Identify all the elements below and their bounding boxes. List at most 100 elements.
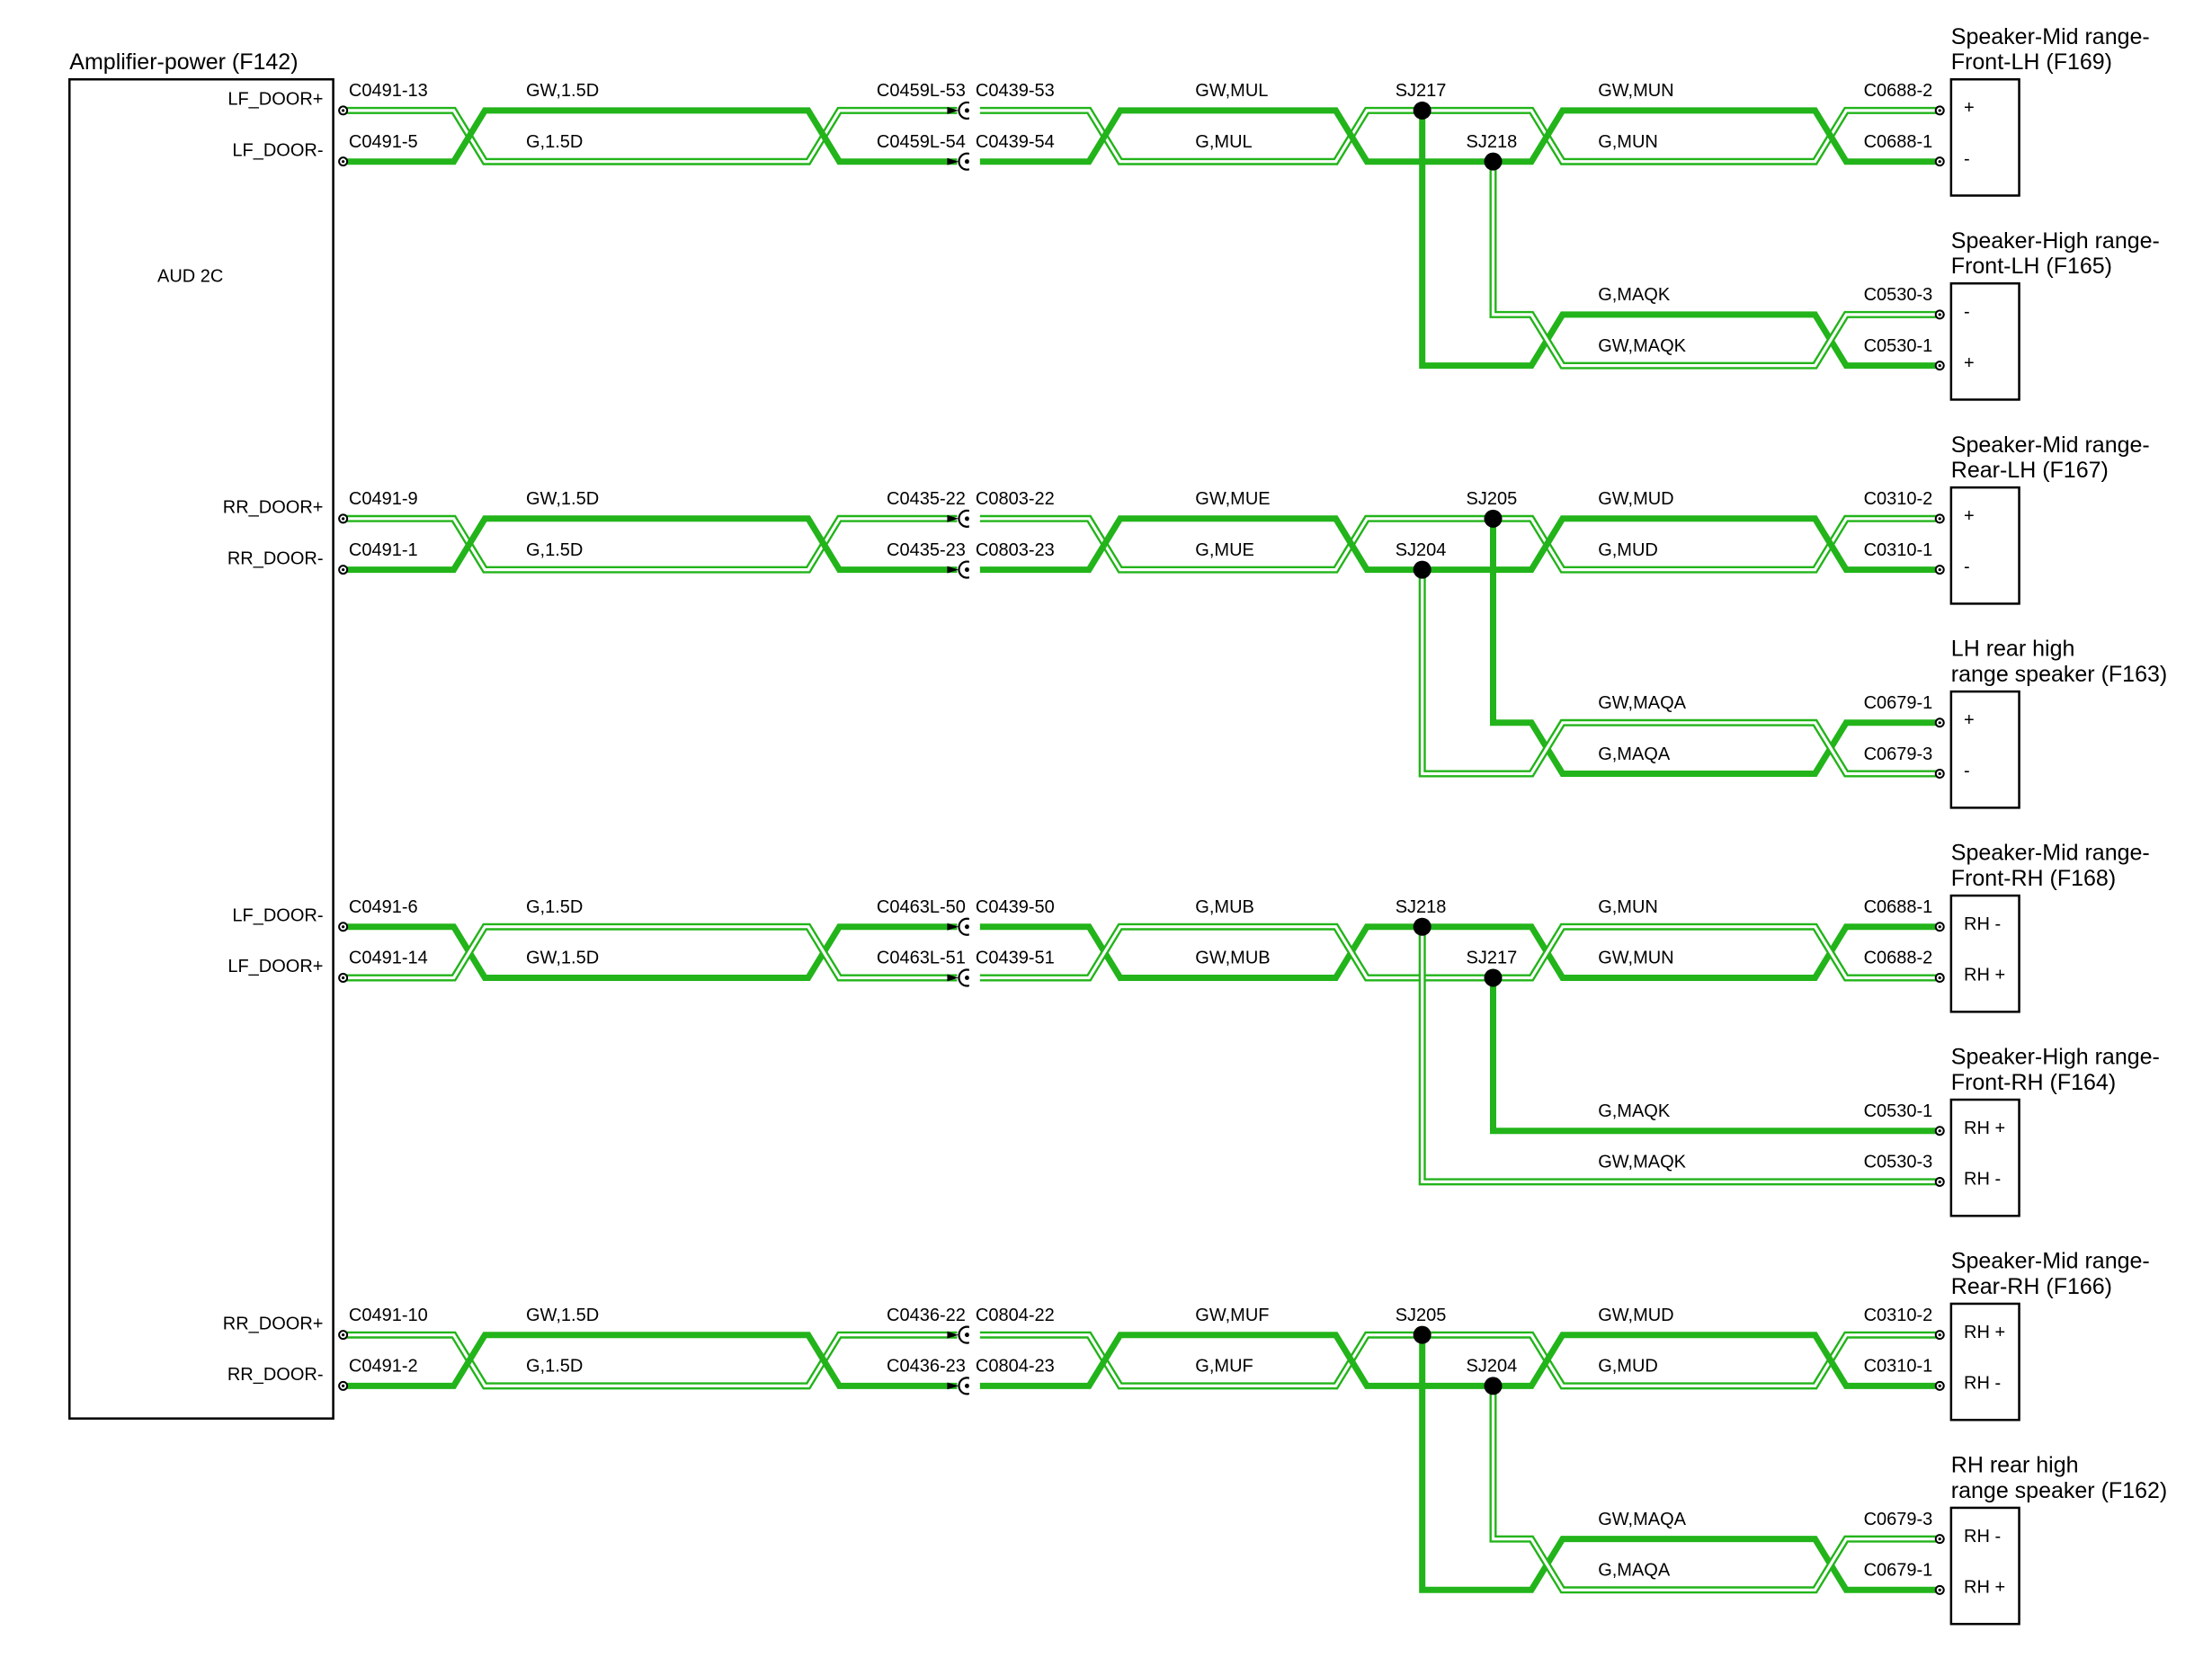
block4-speaker2-conn-2: C0679-1 [1864,1561,1933,1581]
block4-speaker2-title-2: range speaker (F162) [1951,1478,2167,1503]
block4-speaker1-title-2: Rear-RH (F166) [1951,1274,2112,1299]
block3-conn2-1: C0463L-50 [877,897,966,917]
block4-conn3-1: C0804-22 [976,1306,1055,1325]
block3-speaker1-title-1: Speaker-Mid range- [1951,841,2150,866]
block1-speaker2-wire-1: G,MAQK [1598,285,1671,305]
block3-speaker1-pin-2: RH + [1964,966,2005,985]
block2-splice-label-2: SJ204 [1396,540,1447,560]
block2-speaker2-box [1949,690,2020,809]
block2-wire1-1 [343,514,958,574]
block3-speaker2-title-2: Front-RH (F164) [1951,1070,2116,1095]
block2-conn3-1: C0803-22 [976,489,1055,509]
block1-speaker1-title-2: Front-LH (F169) [1951,49,2112,75]
block4-speaker1-wire-2: G,MUD [1598,1357,1658,1377]
block4-conn1-2: C0491-2 [349,1357,418,1377]
block3-speaker2-wire-1: G,MAQK [1598,1101,1671,1121]
block1-speaker2-pin-2: + [1964,353,1975,373]
block2-speaker1-conn-2: C0310-1 [1864,540,1933,560]
block2-conn2-1: C0435-22 [887,489,966,509]
block4-wire1-1 [343,1331,958,1390]
block4-speaker2-pin-1: RH - [1964,1527,2001,1547]
block2-speaker1-wire-1: GW,MUD [1598,489,1673,509]
block3-speaker1-wire-2: GW,MUN [1598,949,1673,968]
block1-speaker1-conn-2: C0688-1 [1864,132,1933,152]
block2-speaker1-pin-1: + [1964,506,1975,526]
block3-branch-1 [1490,977,1940,1135]
block1-splice-dot-2 [1484,152,1503,171]
block3-conn1-2: C0491-14 [349,949,428,968]
block4-inline-connector-1 [947,1324,980,1347]
block4-wire2-1 [978,1331,1940,1390]
block4-wire2-2 [978,1332,1940,1389]
block1-branch-1 [1419,110,1940,370]
block1-speaker1-box [1949,78,2020,197]
block1-amp-pin-1: LF_DOOR+ [227,90,323,110]
block1-splice-label-1: SJ217 [1396,81,1447,101]
block2-speaker1-wire-2: G,MUD [1598,540,1658,560]
block3-speaker1-pin-1: RH - [1964,914,2001,934]
block4-speaker1-box [1949,1302,2020,1422]
block3-inline-connector-1 [947,915,980,939]
block2-speaker2-title-1: LH rear high [1951,637,2075,662]
wire-layer [343,106,1940,1594]
block4-speaker2-wire-1: GW,MAQA [1598,1510,1686,1529]
block2-amp-pin-2: RR_DOOR- [227,548,324,568]
block1-spec2-2: G,MUL [1195,132,1252,152]
block4-speaker1-conn-1: C0310-2 [1864,1306,1933,1325]
block3-speaker1-conn-2: C0688-2 [1864,949,1933,968]
block1-speaker1-conn-1: C0688-2 [1864,81,1933,101]
block3-wire1-1 [343,923,958,981]
block3-wire1-2 [343,923,958,982]
block3-inline-connector-2 [947,966,980,990]
block4-spec1-2: G,1.5D [526,1357,583,1377]
block3-splice-label-1: SJ218 [1396,897,1447,917]
block1-splice-label-2: SJ218 [1467,132,1518,152]
block2-speaker1-title-1: Speaker-Mid range- [1951,432,2150,458]
block1-speaker2-title-2: Front-LH (F165) [1951,254,2112,279]
block3-speaker2-pin-1: RH + [1964,1119,2005,1138]
block1-inline-connector-1 [947,99,980,122]
block1-amp-pin-2: LF_DOOR- [232,140,323,160]
block3-speaker1-conn-1: C0688-1 [1864,897,1933,917]
block4-speaker1-pin-1: RH + [1964,1323,2005,1342]
block4-branch-1 [1419,1334,1940,1593]
block3-spec1-2: GW,1.5D [526,949,599,968]
block3-amp-pin-2: LF_DOOR+ [227,957,323,976]
block3-spec1-1: G,1.5D [526,897,583,917]
block1-speaker1-wire-2: G,MUN [1598,132,1658,152]
block2-amp-pin-1: RR_DOOR+ [223,498,324,518]
block2-spec1-1: GW,1.5D [526,489,599,509]
block2-speaker2-pin-2: - [1964,762,1970,781]
block4-speaker2-title-1: RH rear high [1951,1453,2079,1478]
block1-speaker1-pin-1: + [1964,98,1975,118]
block3-speaker1-wire-1: G,MUN [1598,897,1658,917]
block2-splice-dot-2 [1413,560,1432,579]
block1-speaker1-title-1: Speaker-Mid range- [1951,24,2150,49]
block1-wire2-1 [978,106,1940,165]
block3-speaker2-conn-1: C0530-1 [1864,1101,1933,1121]
block3-speaker1-box [1949,894,2020,1013]
block1-splice-dot-1 [1413,101,1432,120]
block3-speaker1-title-2: Front-RH (F168) [1951,866,2116,891]
amplifier-title: Amplifier-power (F142) [69,49,298,75]
block3-conn1-1: C0491-6 [349,897,418,917]
block3-splice-label-2: SJ217 [1467,949,1518,968]
block4-spec2-1: GW,MUF [1195,1306,1269,1325]
block2-speaker1-conn-1: C0310-2 [1864,489,1933,509]
block3-conn2-2: C0463L-51 [877,949,966,968]
label-layer: Amplifier-power (F142)AUD 2CLF_DOOR+C049… [68,24,2167,1626]
block2-speaker2-conn-1: C0679-1 [1864,693,1933,713]
block4-splice-label-1: SJ205 [1396,1306,1447,1325]
block4-spec2-2: G,MUF [1195,1357,1253,1377]
block4-speaker1-pin-2: RH - [1964,1374,2001,1394]
block1-conn1-2: C0491-5 [349,132,418,152]
block1-wire1-1 [343,106,958,165]
block3-wire2-2 [978,923,1940,982]
block2-spec2-2: G,MUE [1195,540,1254,560]
block4-speaker1-wire-1: GW,MUD [1598,1306,1673,1325]
block1-speaker2-conn-2: C0530-1 [1864,336,1933,356]
block3-conn3-2: C0439-51 [976,949,1055,968]
block4-branch-2 [1489,1386,1940,1594]
block3-splice-dot-2 [1484,968,1503,987]
